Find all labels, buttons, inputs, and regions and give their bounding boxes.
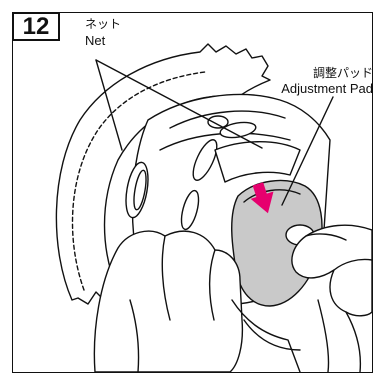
pad-label-english: Adjustment Pad bbox=[223, 81, 373, 96]
vent-hole bbox=[208, 116, 228, 128]
step-number: 12 bbox=[23, 13, 50, 41]
right-hand bbox=[292, 225, 372, 316]
pad-label-japanese: 調整パッド bbox=[253, 66, 373, 81]
net-label-english: Net bbox=[85, 33, 105, 48]
step-number-badge: 12 bbox=[12, 12, 60, 41]
left-hand bbox=[94, 231, 242, 372]
net-label-japanese: ネット bbox=[85, 17, 121, 32]
